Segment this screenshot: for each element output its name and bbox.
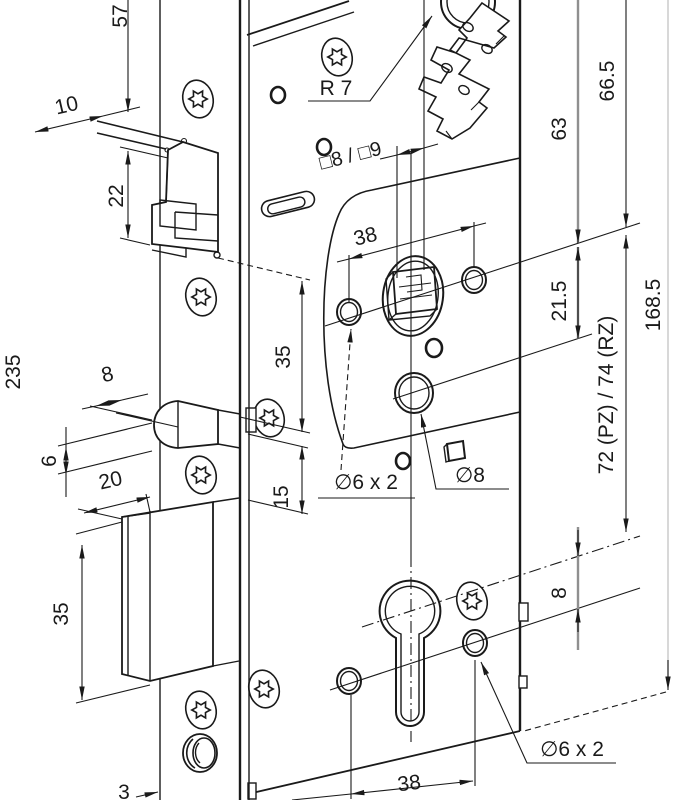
case-tab-upper: [518, 602, 529, 622]
dim-66-5: 66.5: [596, 61, 619, 102]
bracket-hole-3: [441, 62, 453, 74]
dim-8-right: 8: [548, 587, 571, 599]
slot: [260, 190, 316, 218]
dim-20: 20: [97, 467, 125, 495]
lower-left-fixing-hole: [336, 667, 362, 695]
dim-square-8-9: □8 / □9: [317, 138, 384, 175]
bolt-box: [121, 497, 240, 682]
case-top-edge-inner: [252, 11, 355, 47]
dim-6: 6: [38, 455, 61, 467]
faceplate-screw-1: [178, 76, 218, 122]
dim-3: 3: [118, 781, 130, 800]
cover-plate-outline: [322, 157, 521, 449]
dimension-lines: [34, 0, 671, 800]
dim-72-74: 72 (PZ) / 74 (RZ): [595, 316, 618, 475]
lock-case: [244, 0, 641, 800]
dim-15: 15: [270, 485, 293, 508]
dimension-labels: 57 10 22 235 8 6 20 35 3 R 7 □8 / □9 38 …: [2, 4, 665, 800]
lower-right-fixing-hole: [462, 629, 488, 657]
small-hole-3: [424, 337, 444, 359]
lower-holes-axis-line: [329, 587, 641, 691]
dim-38-lower: 38: [396, 771, 422, 797]
upper-left-fixing-hole: [336, 298, 362, 326]
mounting-bracket: [417, 1, 511, 140]
faceplate: [159, 0, 250, 800]
faceplate-screw-4: [181, 687, 221, 733]
bracket-hole-2: [481, 43, 493, 55]
dim-8-left: 8: [99, 362, 116, 387]
aux-hole-axis-line: [392, 333, 593, 400]
case-bottom-edge: [251, 730, 521, 794]
countersunk-hole: [182, 733, 218, 773]
case-top-edge: [246, 0, 350, 36]
small-hole-4: [394, 451, 412, 471]
dim-38-upper: 38: [351, 223, 379, 251]
cylinder-axis-line: [361, 535, 641, 628]
dim-d8: ∅8: [455, 464, 485, 487]
spindle-follower: [381, 255, 445, 337]
case-tab-lower: [518, 675, 528, 689]
latch-bolt: [96, 120, 221, 259]
dim-d6x2-lower: ∅6 x 2: [540, 738, 604, 761]
dim-57: 57: [109, 4, 132, 27]
case-screw-top: [317, 34, 357, 80]
dim-35-box: 35: [50, 602, 73, 625]
dim-168-5: 168.5: [642, 279, 665, 332]
upper-right-fixing-hole: [461, 266, 487, 294]
bracket-hole-1: [462, 21, 474, 33]
dim-35-mid: 35: [272, 345, 295, 368]
forend-tab-bottom: [247, 782, 257, 800]
square-hole: [445, 439, 467, 463]
spindle-axis-line: [324, 222, 641, 327]
dim-22: 22: [105, 184, 128, 207]
square-hole-depth: [443, 443, 450, 463]
small-hole-1: [269, 85, 287, 105]
bracket-hole-4: [458, 84, 470, 96]
euro-cylinder-hole: [378, 579, 442, 727]
aux-hole-inner: [398, 376, 430, 410]
small-hole-2: [315, 137, 333, 157]
faceplate-screw-2: [181, 274, 221, 320]
dim-10: 10: [53, 92, 81, 120]
dim-d6x2-upper: ∅6 x 2: [334, 471, 398, 494]
faceplate-screw-3: [181, 452, 221, 498]
dim-21-5: 21.5: [548, 281, 571, 322]
case-screw-cylinder: [452, 578, 492, 624]
auxiliary-bolt: [153, 400, 241, 449]
dim-63: 63: [548, 117, 571, 140]
aux-hole-outer: [394, 372, 434, 414]
dim-r7: R 7: [320, 77, 353, 100]
dim-235: 235: [2, 354, 25, 389]
case-screw-bottom: [244, 666, 284, 712]
